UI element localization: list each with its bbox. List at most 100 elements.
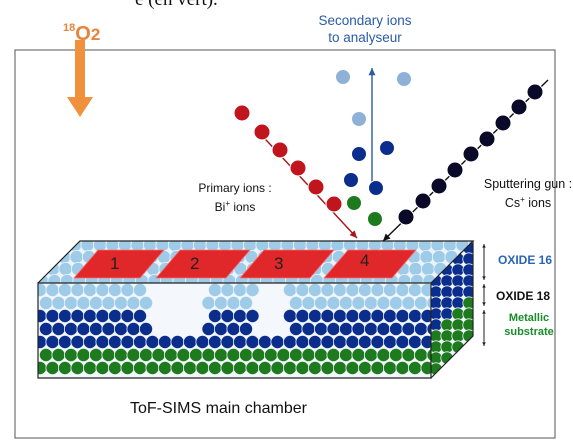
top-atom xyxy=(430,241,445,252)
front-atom xyxy=(363,321,378,336)
sputter-ion-9 xyxy=(397,208,415,226)
side-atom xyxy=(431,285,443,299)
layer-marker-down-2 xyxy=(482,328,486,346)
oxygen-subscript: 2 xyxy=(90,25,101,44)
primary-ions-line1: Primary ions : xyxy=(198,181,272,195)
side-atom xyxy=(440,296,454,310)
sputter-ion-suffix: ions xyxy=(524,196,552,211)
front-atom xyxy=(338,347,353,362)
layer-marker-down-0 xyxy=(482,262,486,280)
front-atom xyxy=(288,295,303,310)
top-atom xyxy=(417,241,432,252)
front-atom xyxy=(207,308,222,323)
front-atom xyxy=(333,283,347,297)
front-atom xyxy=(138,295,153,310)
top-atom xyxy=(420,261,435,276)
front-atom xyxy=(413,321,428,336)
front-atom xyxy=(345,308,360,323)
front-atom xyxy=(83,334,98,349)
layer-marker-down-1-head xyxy=(482,302,486,306)
front-atom xyxy=(313,347,328,362)
front-atom xyxy=(64,347,79,362)
analysed-zone-2 xyxy=(155,249,251,279)
front-atom xyxy=(157,360,172,375)
front-atom xyxy=(201,321,216,336)
front-atom xyxy=(308,283,322,297)
front-atom xyxy=(332,308,347,323)
front-atom xyxy=(45,360,60,375)
front-atom xyxy=(407,334,422,349)
front-atom xyxy=(120,308,135,323)
front-atom xyxy=(326,321,341,336)
front-atom xyxy=(220,334,235,349)
front-atom xyxy=(263,347,278,362)
primary-ion-charge: + xyxy=(225,199,230,208)
primary-ion-suffix: ions xyxy=(229,200,256,214)
front-atom xyxy=(338,321,353,336)
front-atom xyxy=(83,360,98,375)
front-atom xyxy=(295,360,310,375)
front-atom xyxy=(295,308,310,323)
front-atom xyxy=(39,321,54,336)
front-atom xyxy=(226,295,241,310)
sputter-ion-8 xyxy=(414,192,432,210)
front-atom xyxy=(407,308,422,323)
front-atom xyxy=(70,334,85,349)
top-atom xyxy=(167,241,182,252)
front-atom xyxy=(401,321,416,336)
front-atom xyxy=(51,295,66,310)
front-atom xyxy=(376,347,391,362)
front-atom xyxy=(395,283,410,297)
front-atom xyxy=(288,347,303,362)
front-atom xyxy=(288,321,303,336)
front-atom xyxy=(351,347,366,362)
front-atom xyxy=(76,347,91,362)
secondary-ion-3 xyxy=(351,111,367,127)
front-atom xyxy=(295,283,310,297)
front-atom xyxy=(307,334,322,349)
front-atom xyxy=(370,283,385,297)
front-atom xyxy=(276,347,291,362)
front-atom xyxy=(58,334,73,349)
secondary-ion-4 xyxy=(351,146,367,162)
sputtering-gun-label: Sputtering gun : Cs+ ions xyxy=(468,176,573,211)
chamber-label: ToF-SIMS main chamber xyxy=(130,400,307,417)
front-atom xyxy=(245,283,260,297)
top-atom xyxy=(58,261,73,276)
front-atom xyxy=(338,295,353,310)
zone-number-3: 3 xyxy=(274,254,284,273)
top-atom xyxy=(431,249,446,264)
secondary-ion-9 xyxy=(367,211,383,227)
front-atom xyxy=(213,321,228,336)
front-atom xyxy=(295,334,310,349)
front-atom xyxy=(220,283,235,297)
side-atom xyxy=(440,307,454,321)
layer-marker-up-0 xyxy=(482,244,486,262)
oxygen-isotope: 18 xyxy=(63,22,76,34)
front-atom xyxy=(245,360,260,375)
front-atom xyxy=(363,347,378,362)
sputtering-gun-arrow-head xyxy=(383,233,391,241)
front-atom xyxy=(207,334,222,349)
front-atom xyxy=(420,361,431,375)
secondary-ion-7 xyxy=(368,180,384,196)
side-atom xyxy=(451,318,465,332)
layer-marker-down-1 xyxy=(482,295,486,306)
front-atom xyxy=(163,347,178,362)
front-atom xyxy=(326,295,341,310)
top-atom xyxy=(68,241,83,252)
sputter-ion-6 xyxy=(446,161,464,179)
front-atom xyxy=(307,308,322,323)
sputter-ion-4 xyxy=(478,130,496,148)
front-atom xyxy=(138,321,153,336)
secondary-ion-1 xyxy=(335,69,351,85)
front-atom xyxy=(351,295,366,310)
front-atom xyxy=(407,360,422,375)
front-atom xyxy=(238,295,253,310)
front-atom xyxy=(114,347,129,362)
front-atom xyxy=(39,295,54,310)
secondary-ions-line1: Secondary ions xyxy=(318,13,412,28)
front-atom xyxy=(226,321,241,336)
primary-ion-arrow-head xyxy=(349,230,357,238)
